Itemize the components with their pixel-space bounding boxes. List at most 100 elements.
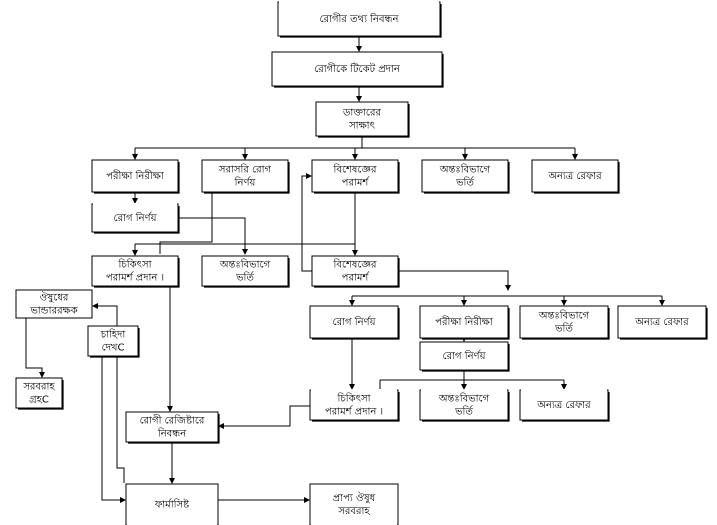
node-label: ভর্তি bbox=[455, 177, 474, 189]
node-supply-receive: সরবরাহ গ্রহC bbox=[15, 377, 64, 410]
node-label: সরবরাহ bbox=[337, 506, 370, 517]
node-specialist-1: বিশেষজ্ঞেরপরামর্শ bbox=[311, 159, 400, 194]
node-label: গ্রহC bbox=[29, 395, 49, 406]
node-diagnosis-1: রোগ নির্ণয় bbox=[91, 203, 180, 234]
node-box bbox=[311, 159, 399, 193]
node-label: অন্তঃবিভাগে bbox=[438, 393, 490, 405]
node-shadow bbox=[534, 162, 620, 194]
demand-to-pharmacist bbox=[116, 356, 125, 483]
node-shadow bbox=[422, 344, 510, 372]
node-box bbox=[421, 159, 509, 193]
node-tests-1: পরীক্ষা নিরীক্ষা bbox=[91, 159, 180, 194]
node-ticket: রোগীকে টিকেট প্রদান bbox=[271, 51, 444, 88]
node-label: সরাসরি রোগ bbox=[218, 164, 272, 176]
node-label: সরবরাহ bbox=[22, 382, 55, 393]
node-box bbox=[419, 389, 509, 421]
node-box bbox=[519, 389, 609, 421]
node-referral-2: অন্যত্র রেফার bbox=[617, 305, 708, 340]
node-shadow bbox=[18, 380, 64, 410]
node-box bbox=[309, 305, 399, 339]
node-label: নির্ণয় bbox=[234, 177, 257, 189]
node-shadow bbox=[280, 4, 442, 38]
node-diagnosis-2: রোগ নির্ণয় bbox=[309, 305, 400, 340]
node-box bbox=[91, 255, 179, 287]
node-doctor-meeting: ডাক্তারেরসাক্ষাৎ bbox=[315, 101, 410, 138]
node-direct-diagnosis: সরাসরি রোগনির্ণয় bbox=[201, 159, 290, 194]
node-admission-2: অন্তঃবিভাগেভর্তি bbox=[201, 255, 290, 288]
node-label: রোগ নির্ণয় bbox=[443, 350, 487, 362]
node-label: রোগ নির্ণয় bbox=[114, 212, 158, 224]
node-shadow bbox=[424, 162, 510, 194]
node-label: নিবন্ধন bbox=[157, 428, 187, 440]
node-admission-3: অন্তঃবিভাগেভর্তি bbox=[519, 305, 610, 340]
connectors bbox=[25, 36, 665, 503]
node-tests-2: পরীক্ষা নিরীক্ষা bbox=[419, 305, 510, 340]
arrow-diagnosis1-admission2 bbox=[178, 217, 248, 255]
node-label: অন্যত্র রেফার bbox=[536, 400, 591, 411]
node-label: রোগীর তথ্য নিবন্ধন bbox=[320, 12, 400, 25]
nodes: রোগীর তথ্য নিবন্ধন রোগীকে টিকেট প্রদান ডাক… bbox=[15, 1, 708, 525]
arrow-treatment2-register bbox=[218, 405, 310, 429]
node-label: রোগী রেজিষ্টারে bbox=[140, 414, 205, 427]
node-label: ভর্তি bbox=[235, 272, 254, 284]
node-shadow bbox=[128, 414, 220, 444]
node-shadow bbox=[274, 54, 444, 88]
node-pharmacist: ফার্মাসিষ্ট bbox=[125, 483, 219, 525]
node-shadow bbox=[312, 392, 400, 422]
node-label: চিকিৎসা bbox=[337, 393, 372, 405]
node-shadow bbox=[522, 308, 610, 340]
node-label: পরামর্শ bbox=[342, 272, 370, 284]
node-box bbox=[315, 101, 409, 137]
arrow-specialist2-bus bbox=[398, 270, 511, 291]
node-box bbox=[271, 51, 443, 87]
node-label: রোগ নির্ণয় bbox=[333, 316, 377, 328]
node-box bbox=[419, 341, 509, 371]
node-label: পরীক্ষা নিরীক্ষা bbox=[106, 169, 165, 182]
node-box bbox=[617, 305, 707, 339]
node-admission-4: অন্তঃবিভাগেভর্তি bbox=[419, 389, 510, 422]
node-shadow bbox=[314, 258, 400, 288]
node-treatment-1: চিকিৎসাপরামর্শ প্রদান । bbox=[91, 255, 180, 288]
node-label: ফার্মাসিষ্ট bbox=[154, 499, 190, 511]
direct-diagnosis-down bbox=[159, 192, 213, 254]
node-label: রোগীকে টিকেট প্রদান bbox=[314, 62, 401, 75]
node-shadow bbox=[422, 308, 510, 340]
node-shadow bbox=[94, 206, 180, 234]
node-box bbox=[87, 325, 139, 357]
node-box bbox=[311, 255, 399, 287]
node-label: চিকিৎসা bbox=[118, 259, 153, 271]
node-shadow bbox=[90, 328, 140, 358]
node-box bbox=[15, 289, 93, 319]
node-referral-3: অন্যত্র রেফার bbox=[519, 389, 610, 422]
node-label: অন্যত্র রেফার bbox=[547, 171, 602, 182]
node-label: পরামর্শ bbox=[342, 177, 370, 189]
node-shadow bbox=[312, 308, 400, 340]
node-registration: রোগীর তথ্য নিবন্ধন bbox=[277, 1, 442, 38]
node-treatment-2: চিকিৎসাপরামর্শ প্রদান । bbox=[309, 389, 400, 422]
feedback-specialist bbox=[301, 173, 312, 272]
node-box bbox=[419, 305, 509, 339]
node-label: সাক্ষাৎ bbox=[348, 121, 375, 132]
node-box bbox=[519, 305, 609, 339]
node-label: ভান্ডাররক্ষক bbox=[29, 306, 78, 317]
node-box bbox=[91, 159, 179, 193]
node-label: পরামর্শ প্রদান । bbox=[325, 406, 383, 418]
node-label: ভর্তি bbox=[454, 406, 473, 418]
node-label: দেখC bbox=[102, 343, 125, 354]
arrow-store-supply bbox=[25, 318, 45, 378]
node-label: চাহিদা bbox=[100, 329, 127, 341]
node-shadow bbox=[94, 258, 180, 288]
node-label: অন্যত্র রেফার bbox=[634, 317, 689, 328]
node-referral-1: অন্যত্র রেফার bbox=[531, 159, 620, 194]
node-patient-register: রোগী রেজিষ্টারেনিবন্ধন bbox=[125, 411, 220, 444]
node-shadow bbox=[422, 392, 510, 422]
node-admission-1: অন্তঃবিভাগেভর্তি bbox=[421, 159, 510, 194]
node-label: ভর্তি bbox=[554, 323, 573, 335]
node-shadow bbox=[620, 308, 708, 340]
node-shadow bbox=[204, 162, 290, 194]
node-label: বিশেষজ্ঞের bbox=[333, 164, 377, 176]
node-shadow bbox=[318, 104, 410, 138]
node-shadow bbox=[94, 162, 180, 194]
